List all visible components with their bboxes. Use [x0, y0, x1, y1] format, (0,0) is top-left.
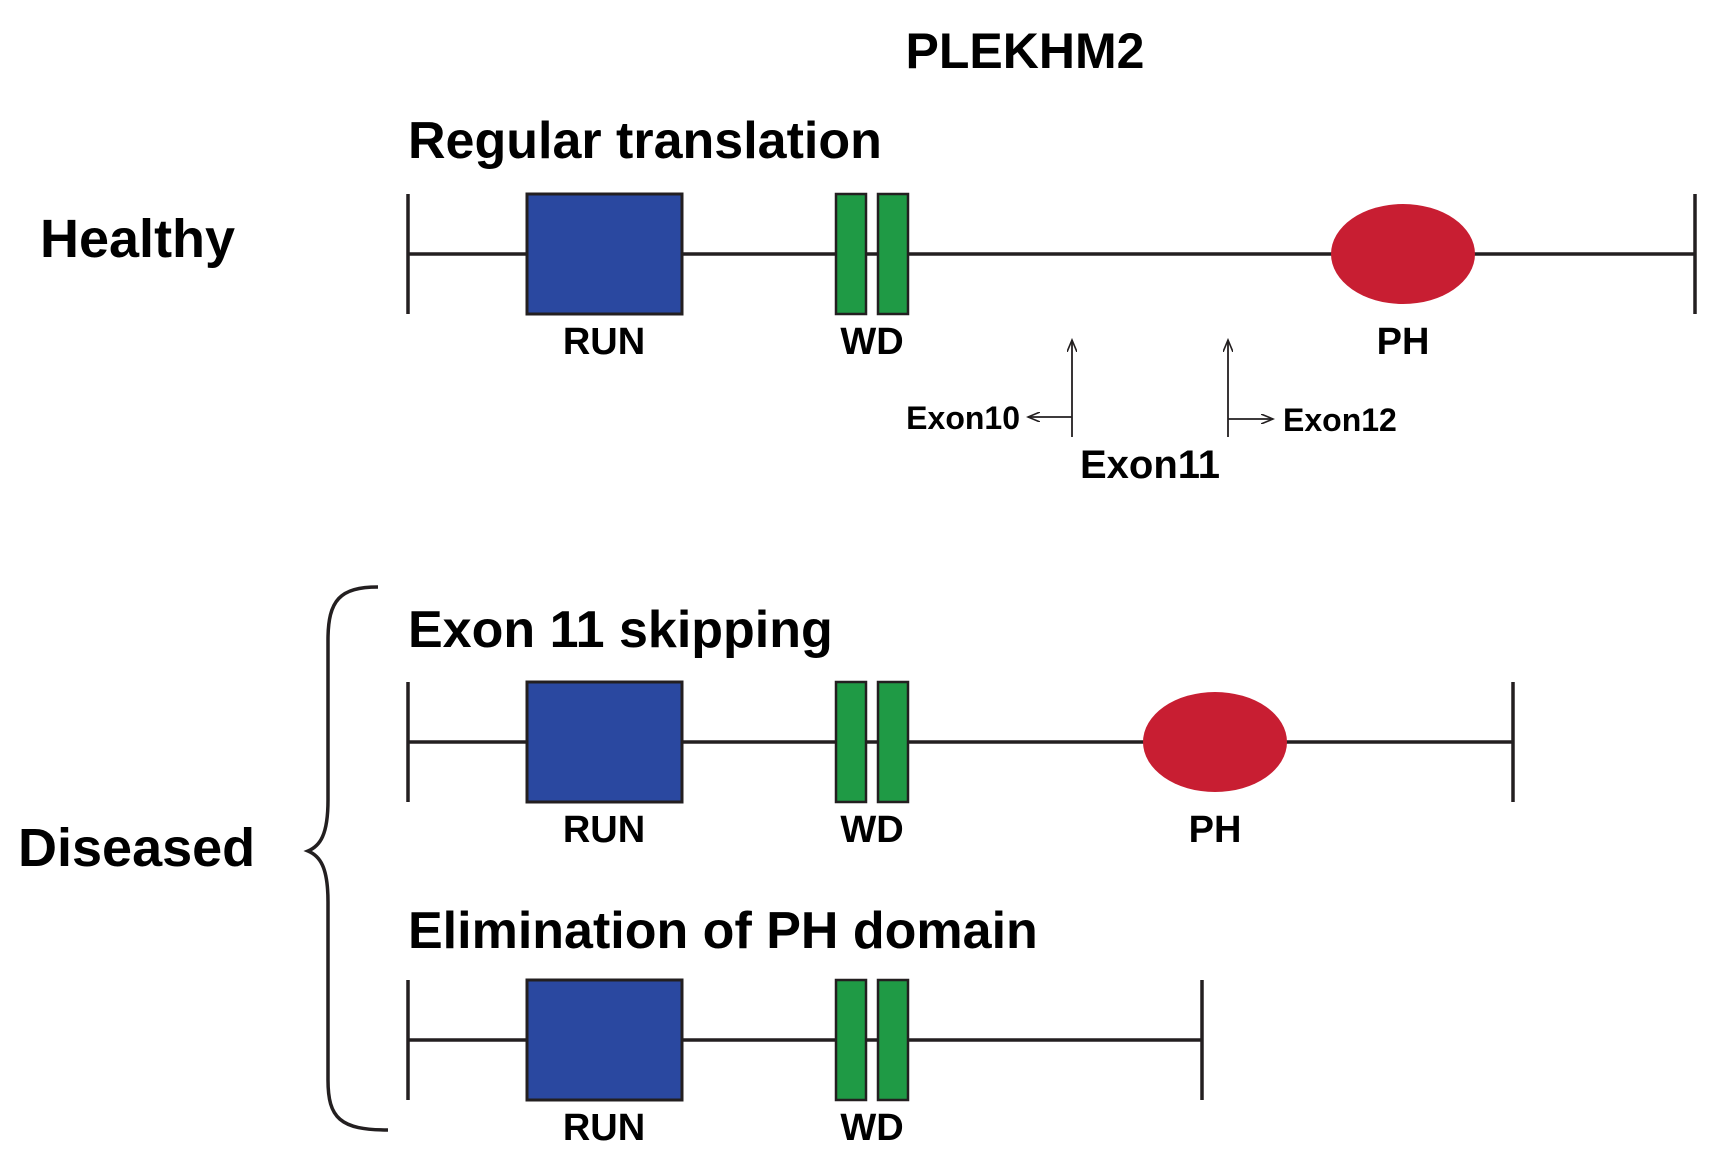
diagram-title: PLEKHM2 — [906, 23, 1145, 79]
wd-repeat-1 — [834, 192, 868, 316]
wd-label: WD — [840, 809, 903, 851]
wd-repeat-2 — [876, 680, 910, 804]
exon10-label: Exon10 — [906, 400, 1020, 436]
ph-label: PH — [1377, 321, 1430, 363]
track-heading: Elimination of PH domain — [408, 902, 1038, 960]
exon12-label: Exon12 — [1283, 402, 1397, 438]
wd-repeat-2 — [876, 978, 910, 1102]
run-label: RUN — [563, 321, 645, 363]
ph-label: PH — [1189, 809, 1242, 851]
wd-repeat-1 — [834, 978, 868, 1102]
track-ph-elimination: Elimination of PH domain RUN WD — [406, 902, 1204, 1149]
run-domain — [525, 978, 684, 1102]
wd-repeat-1 — [834, 680, 868, 804]
run-label: RUN — [563, 809, 645, 851]
diseased-brace — [303, 585, 389, 1132]
healthy-label: Healthy — [40, 209, 235, 269]
diseased-label: Diseased — [18, 818, 255, 878]
run-label: RUN — [563, 1107, 645, 1149]
track-regular-translation: Regular translation RUN WD PH Exon10 Exo… — [406, 112, 1697, 487]
wd-label: WD — [840, 321, 903, 363]
track-exon11-skipping: Exon 11 skipping RUN WD PH — [406, 601, 1515, 851]
exon11-label: Exon11 — [1080, 443, 1220, 487]
ph-domain — [1143, 692, 1287, 792]
run-domain — [525, 680, 684, 804]
run-domain — [525, 192, 684, 316]
track-heading: Exon 11 skipping — [408, 601, 833, 659]
ph-domain — [1331, 204, 1475, 304]
wd-label: WD — [840, 1107, 903, 1149]
wd-repeat-2 — [876, 192, 910, 316]
track-heading: Regular translation — [408, 112, 882, 170]
